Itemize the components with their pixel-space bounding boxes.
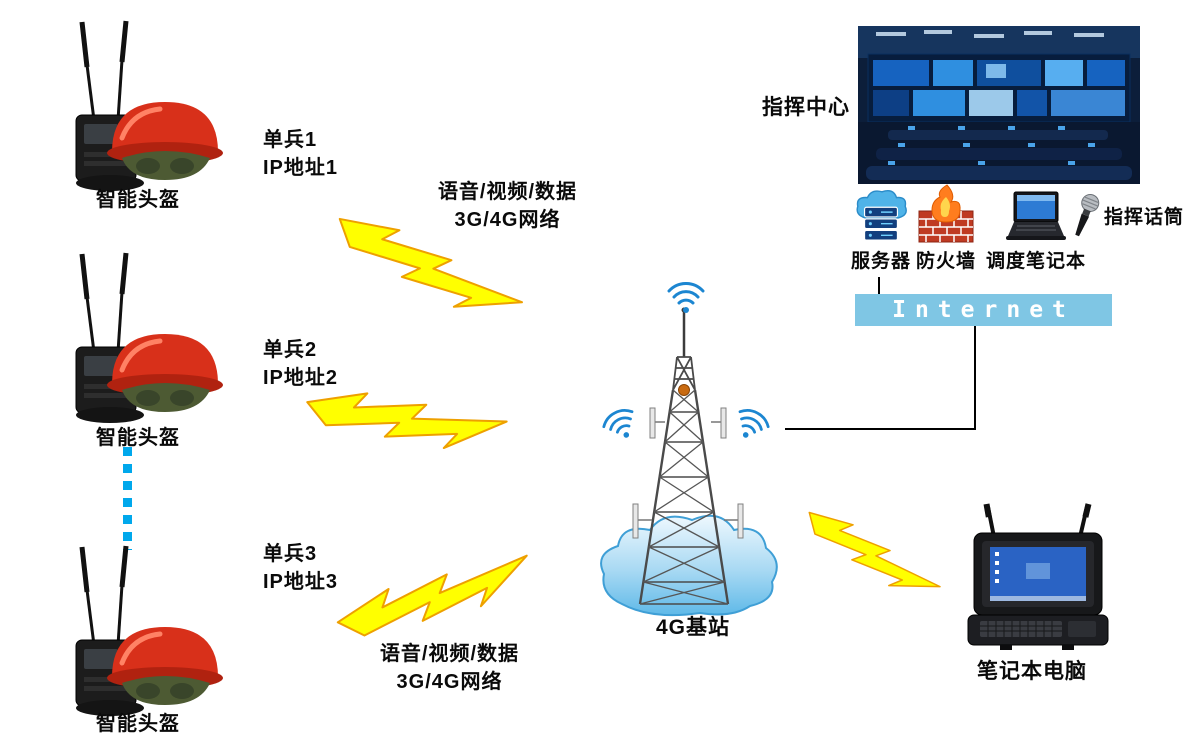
wifi-right-icon <box>728 404 773 447</box>
unit-3-ip: IP地址3 <box>263 571 339 593</box>
unit-1-name: 单兵1 <box>263 129 318 151</box>
mic-label: 指挥话筒 <box>1104 207 1185 228</box>
base-station-illustration <box>599 282 778 617</box>
smart-helmet-3-label: 智能头盔 <box>96 713 180 735</box>
server-label: 服务器 <box>850 251 911 272</box>
unit-3-name: 单兵3 <box>263 543 318 565</box>
command-center-label: 指挥中心 <box>762 96 850 119</box>
unit-3-caption: 单兵3 IP地址3 <box>263 540 338 596</box>
smart-helmet-2-illustration <box>60 252 230 427</box>
command-center-photo <box>858 26 1140 184</box>
base-station-label: 4G基站 <box>656 616 731 639</box>
lightning-bolt-laptop <box>798 500 944 611</box>
internet-bar: Internet <box>855 294 1112 326</box>
link-bottom-line1: 语音/视频/数据 <box>379 643 520 665</box>
wifi-left-icon <box>599 404 644 447</box>
lightning-bolt-unit2 <box>302 383 509 459</box>
internet-connector-vertical <box>974 326 976 430</box>
microphone-icon <box>1075 194 1100 237</box>
link-top-caption: 语音/视频/数据 3G/4G网络 <box>400 178 615 234</box>
smart-helmet-3-illustration <box>60 545 230 720</box>
server-internet-connector <box>878 277 880 295</box>
unit-2-ip: IP地址2 <box>263 367 339 389</box>
unit-2-caption: 单兵2 IP地址2 <box>263 336 338 392</box>
link-top-line2: 3G/4G网络 <box>454 209 561 231</box>
field-laptop-label: 笔记本电脑 <box>977 660 1087 683</box>
unit-1-ip: IP地址1 <box>263 157 339 179</box>
unit-2-name: 单兵2 <box>263 339 318 361</box>
wifi-top-icon <box>667 282 705 314</box>
dispatch-laptop-label: 调度笔记本 <box>985 251 1086 272</box>
link-top-line1: 语音/视频/数据 <box>437 181 578 203</box>
smart-helmet-1-illustration <box>60 20 230 195</box>
dispatch-laptop-icon <box>1006 191 1066 240</box>
smart-helmet-1-label: 智能头盔 <box>96 189 180 211</box>
server-icon <box>856 189 907 241</box>
link-bottom-caption: 语音/视频/数据 3G/4G网络 <box>342 640 557 696</box>
firewall-label: 防火墙 <box>916 251 977 272</box>
ellipsis-dotted-line <box>123 447 132 550</box>
unit-1-caption: 单兵1 IP地址1 <box>263 126 338 182</box>
link-bottom-line2: 3G/4G网络 <box>396 671 503 693</box>
internet-label: Internet <box>892 297 1075 323</box>
internet-connector-horizontal <box>785 428 976 430</box>
firewall-icon <box>918 184 974 243</box>
smart-helmet-2-label: 智能头盔 <box>96 427 180 449</box>
field-laptop-illustration <box>967 503 1109 650</box>
